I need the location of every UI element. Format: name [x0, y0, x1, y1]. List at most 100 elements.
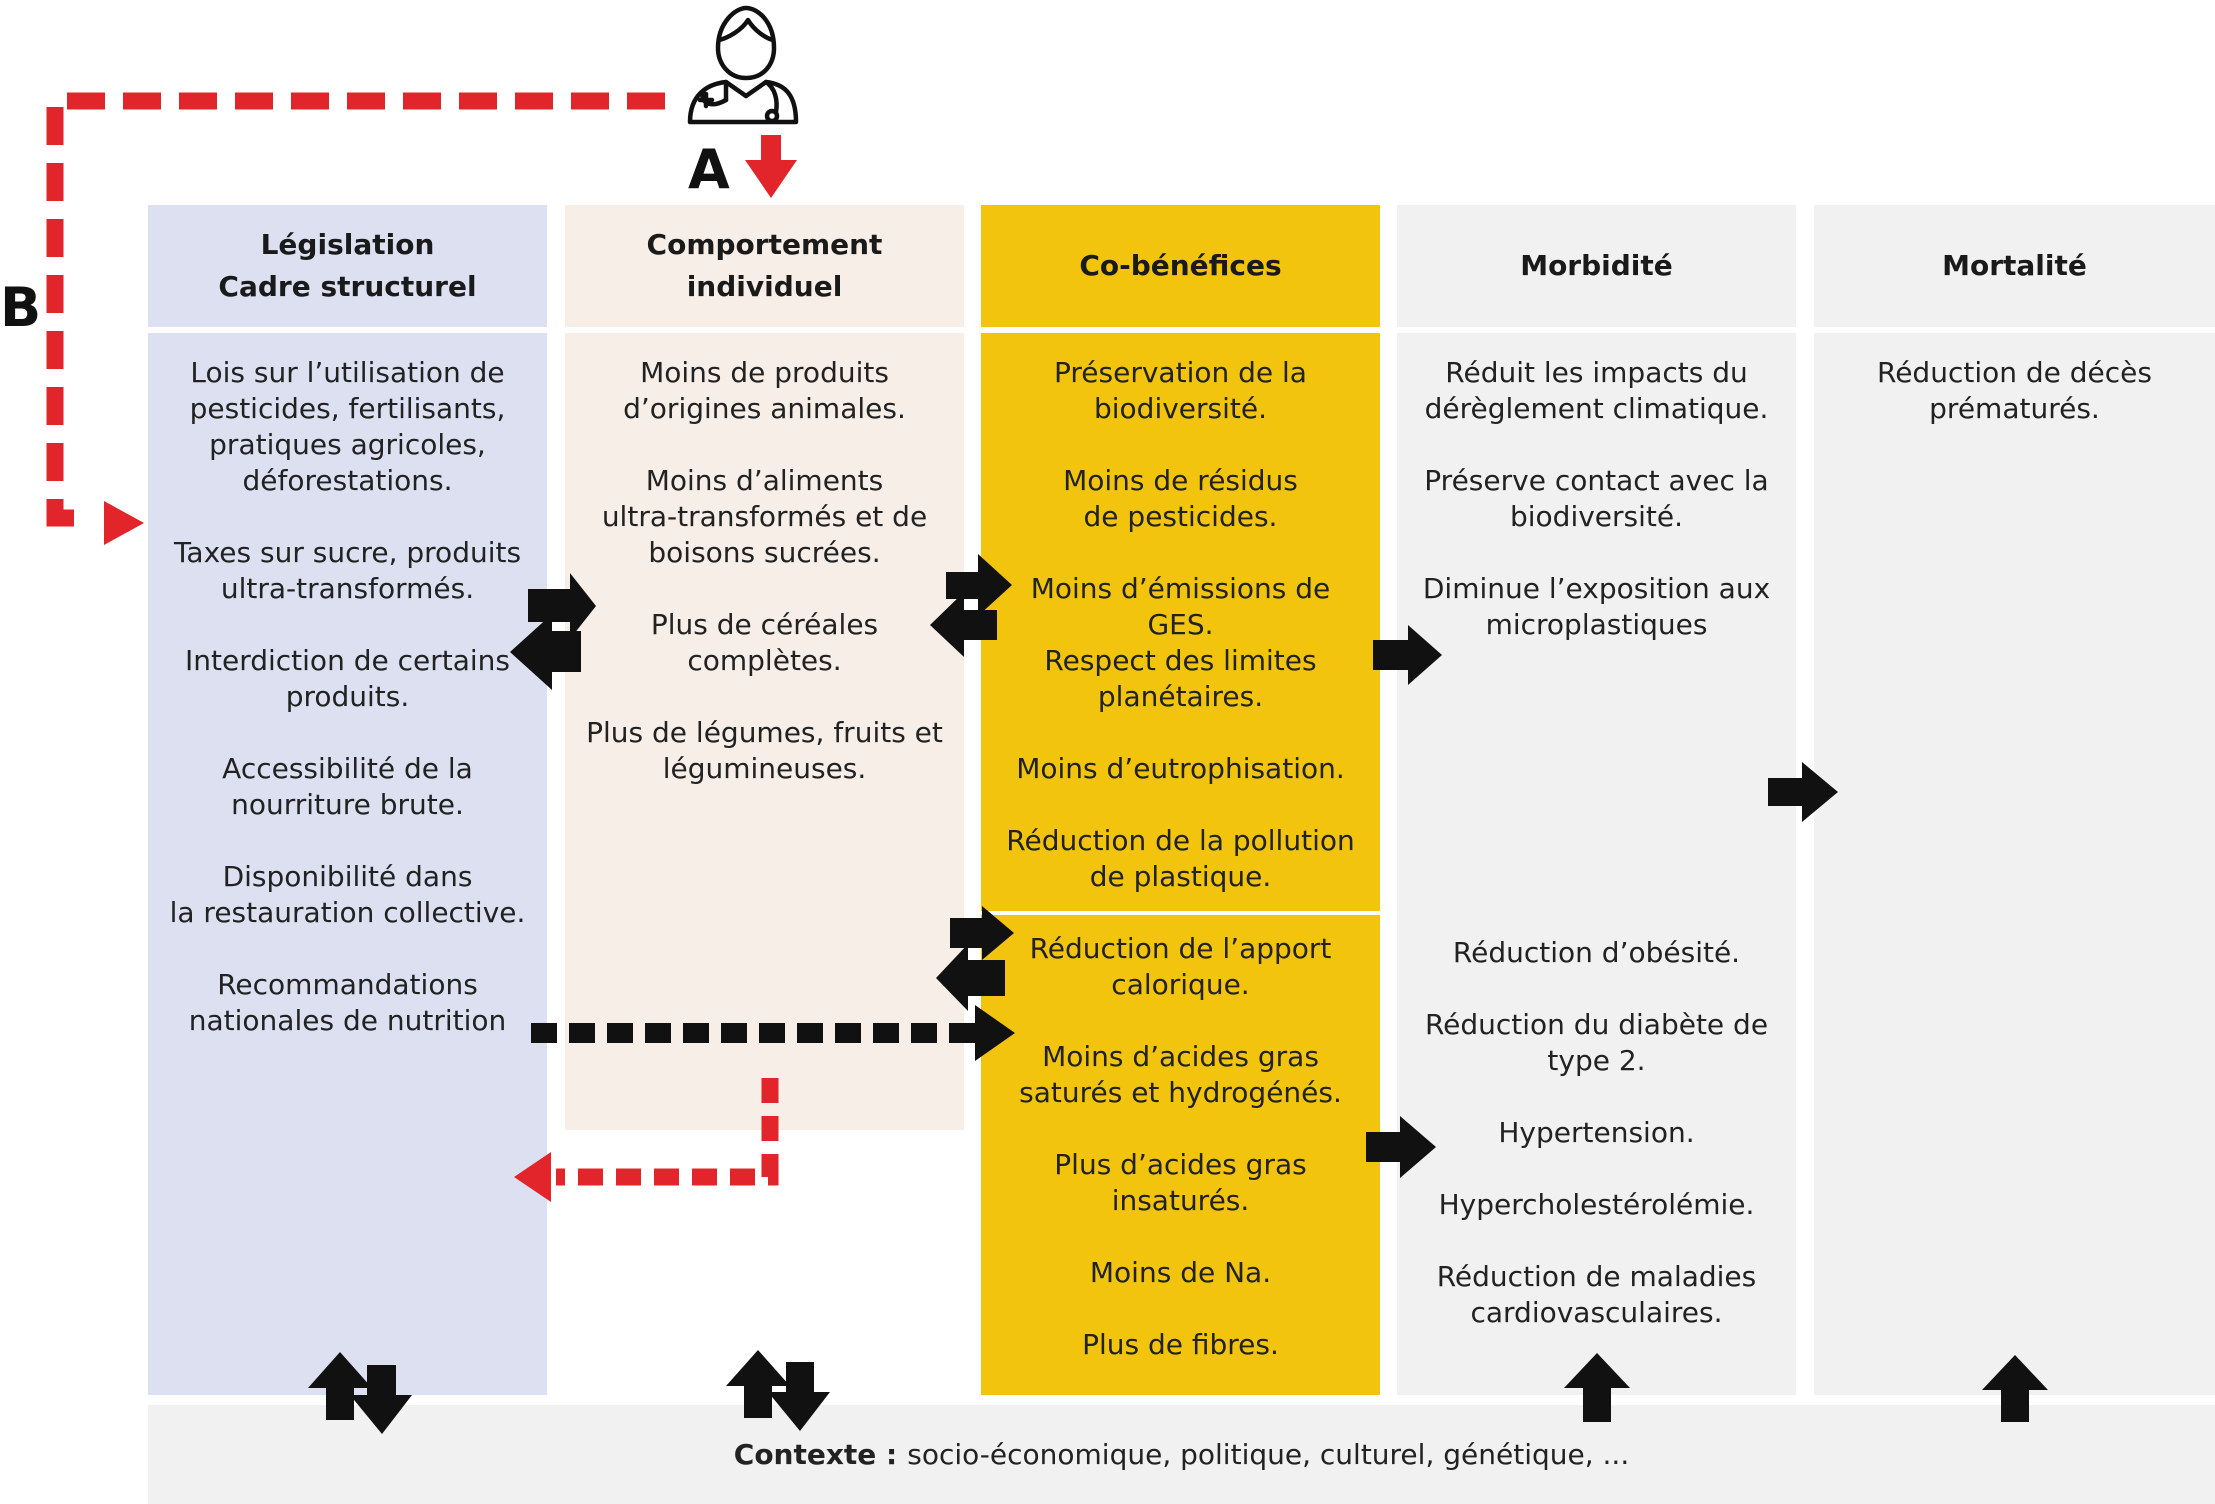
list-item-line: de plastique. [1089, 860, 1272, 893]
morbidity-title: Morbidité [1520, 249, 1673, 282]
list-item-line: prématurés. [1929, 392, 2100, 425]
list-item-line: ultra-transformés. [220, 572, 475, 605]
arrow-cobenefits-morbidity-env [1373, 625, 1442, 685]
legislation-header-bg [148, 205, 547, 327]
list-item-line: Moins de résidus [1063, 464, 1298, 497]
list-item-line: Moins d’eutrophisation. [1016, 752, 1345, 785]
list-item-line: produits. [285, 680, 410, 713]
list-item-line: pratiques agricoles, [209, 428, 486, 461]
red-dashed-path-b [46, 92, 665, 527]
list-item: Hypercholestérolémie. [1397, 1187, 1796, 1223]
list-item-line: microplastiques [1485, 608, 1708, 641]
list-item-line: Préservation de la [1054, 356, 1307, 389]
list-item-line: biodiversité. [1093, 392, 1268, 425]
list-item-line: ultra-transformés et de [601, 500, 928, 533]
label-b: B [0, 276, 42, 339]
list-item-line: Réduit les impacts du [1445, 356, 1748, 389]
double-arrow-legislation-behaviour [510, 573, 596, 690]
list-item-line: de pesticides. [1083, 500, 1278, 533]
list-item-line: Plus d’acides gras [1054, 1148, 1307, 1181]
cobenefits-divider [981, 911, 1380, 915]
list-item-line: Plus de légumes, fruits et [586, 716, 943, 749]
behaviour-body-bg [565, 333, 964, 1130]
list-item: Moins de Na. [981, 1255, 1380, 1291]
legislation-title-line: Cadre structurel [218, 270, 477, 303]
double-arrow-behaviour-cobenefits [930, 554, 1012, 657]
morbidity-header-bg [1397, 205, 1796, 327]
morbidity-health-items: Réduction d’obésité. Réduction du diabète… [1397, 935, 1796, 1331]
list-item: Plus de fibres. [981, 1327, 1380, 1363]
list-item-line: GES. [1147, 608, 1214, 641]
red-arrow-a [745, 135, 797, 198]
list-item-line: Réduction de l’apport [1029, 932, 1332, 965]
arrow-morbidity-mortality [1768, 762, 1838, 822]
list-item-line: Moins d’acides gras [1042, 1040, 1319, 1073]
cobenefits-header-bg [981, 205, 1380, 327]
up-arrow-morbidity [1564, 1353, 1630, 1422]
list-item-line: Lois sur l’utilisation de [190, 356, 505, 389]
list-item-line: d’origines animales. [623, 392, 906, 425]
list-item-line: pesticides, fertilisants, [189, 392, 506, 425]
list-item-line: Réduction d’obésité. [1452, 936, 1741, 969]
legislation-body-bg [148, 333, 547, 1395]
list-item-line: Disponibilité dans [222, 860, 473, 893]
list-item-line: la restauration collective. [169, 896, 526, 929]
behaviour-title: Comportement individuel [646, 228, 883, 303]
list-item-line: type 2. [1547, 1044, 1646, 1077]
list-item: Réduction d’obésité. [1397, 935, 1796, 971]
double-arrow-behaviour-cobenefits-lower [936, 906, 1014, 1011]
list-item-line: Moins d’émissions de [1030, 572, 1331, 605]
label-a: A [688, 138, 730, 201]
cobenefits-body-bg [981, 333, 1380, 1395]
legislation-title: Législation Cadre structurel [148, 205, 547, 327]
list-item-line: Moins de produits [640, 356, 889, 389]
up-arrow-mortality [1982, 1355, 2048, 1422]
list-item-line: Recommandations [217, 968, 478, 1001]
list-item-line: Hypertension. [1498, 1116, 1695, 1149]
red-arrowhead-b [104, 501, 144, 545]
context-bg [148, 1405, 2215, 1504]
red-dashed-return-path [556, 1078, 779, 1186]
list-item-line: nationales de nutrition [188, 1004, 507, 1037]
list-item-line: saturés et hydrogénés. [1019, 1076, 1342, 1109]
doctor-with-stethoscope-icon [687, 5, 799, 125]
list-item-line: Moins d’aliments [645, 464, 884, 497]
list-item-line: Réduction de maladies [1436, 1260, 1757, 1293]
list-item-line: calorique. [1111, 968, 1250, 1001]
legislation-title-line: Législation [260, 228, 435, 261]
list-item-line: Respect des limites [1044, 644, 1317, 677]
list-item-line: insaturés. [1111, 1184, 1250, 1217]
behaviour-header-bg [565, 205, 964, 327]
mortality-title: Mortalité [1942, 249, 2087, 282]
list-item-line: déforestations. [242, 464, 453, 497]
context-bar: Contexte : socio-économique, politique, … [148, 1405, 2215, 1504]
list-item-line: nourriture brute. [231, 788, 464, 821]
updown-arrow-legislation [308, 1352, 412, 1434]
list-item-line: biodiversité. [1509, 500, 1684, 533]
list-item-line: cardiovasculaires. [1470, 1296, 1723, 1329]
list-item-line: Réduction du diabète de [1424, 1008, 1769, 1041]
list-item: Moins d’eutrophisation. [981, 751, 1380, 787]
list-item-line: complètes. [687, 644, 842, 677]
list-item-line: Hypercholestérolémie. [1438, 1188, 1755, 1221]
list-item-line: Interdiction de certains [185, 644, 510, 677]
list-item-line: Plus de céréales [650, 608, 879, 641]
context-label: Contexte : [733, 1438, 898, 1471]
